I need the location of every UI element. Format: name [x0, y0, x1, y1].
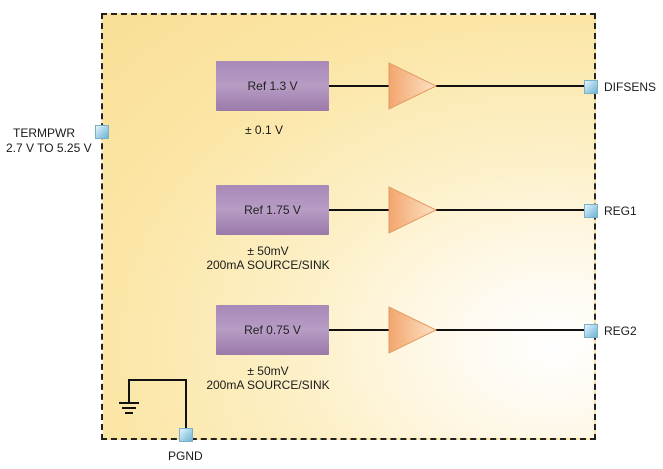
pgnd-label: PGND [168, 449, 203, 463]
termpwr-label: TERMPWR [13, 126, 75, 140]
ref-block-2: Ref 1.75 V [216, 185, 329, 235]
ref-1-tolerance: ± 0.1 V [245, 123, 283, 137]
termpwr-pin [95, 125, 109, 139]
amplifier-1-icon [388, 62, 438, 110]
difsens-label: DIFSENS [604, 80, 657, 94]
ref-block-3: Ref 0.75 V [216, 305, 329, 355]
difsens-pin [584, 80, 598, 94]
ref-block-3-label: Ref 0.75 V [244, 323, 301, 337]
ref-3-note: 200mA SOURCE/SINK [206, 378, 330, 392]
ref-block-1: Ref 1.3 V [216, 61, 329, 111]
ref-block-1-label: Ref 1.3 V [247, 79, 298, 93]
amplifier-2-icon [388, 186, 438, 234]
pgnd-pin [179, 428, 193, 442]
reg2-pin [584, 324, 598, 338]
reg1-pin [584, 204, 598, 218]
ref-block-2-label: Ref 1.75 V [244, 203, 301, 217]
wire-ground-to-pgnd [128, 379, 187, 428]
reg2-label: REG2 [604, 324, 637, 338]
ref-2-note: 200mA SOURCE/SINK [206, 258, 330, 272]
chip-boundary [101, 13, 596, 440]
termpwr-range-label: 2.7 V TO 5.25 V [6, 141, 92, 155]
ground-icon [119, 402, 139, 414]
ref-3-tolerance: ± 50mV [247, 364, 289, 378]
amplifier-3-icon [388, 306, 438, 354]
ref-2-tolerance: ± 50mV [247, 244, 289, 258]
reg1-label: REG1 [604, 204, 637, 218]
